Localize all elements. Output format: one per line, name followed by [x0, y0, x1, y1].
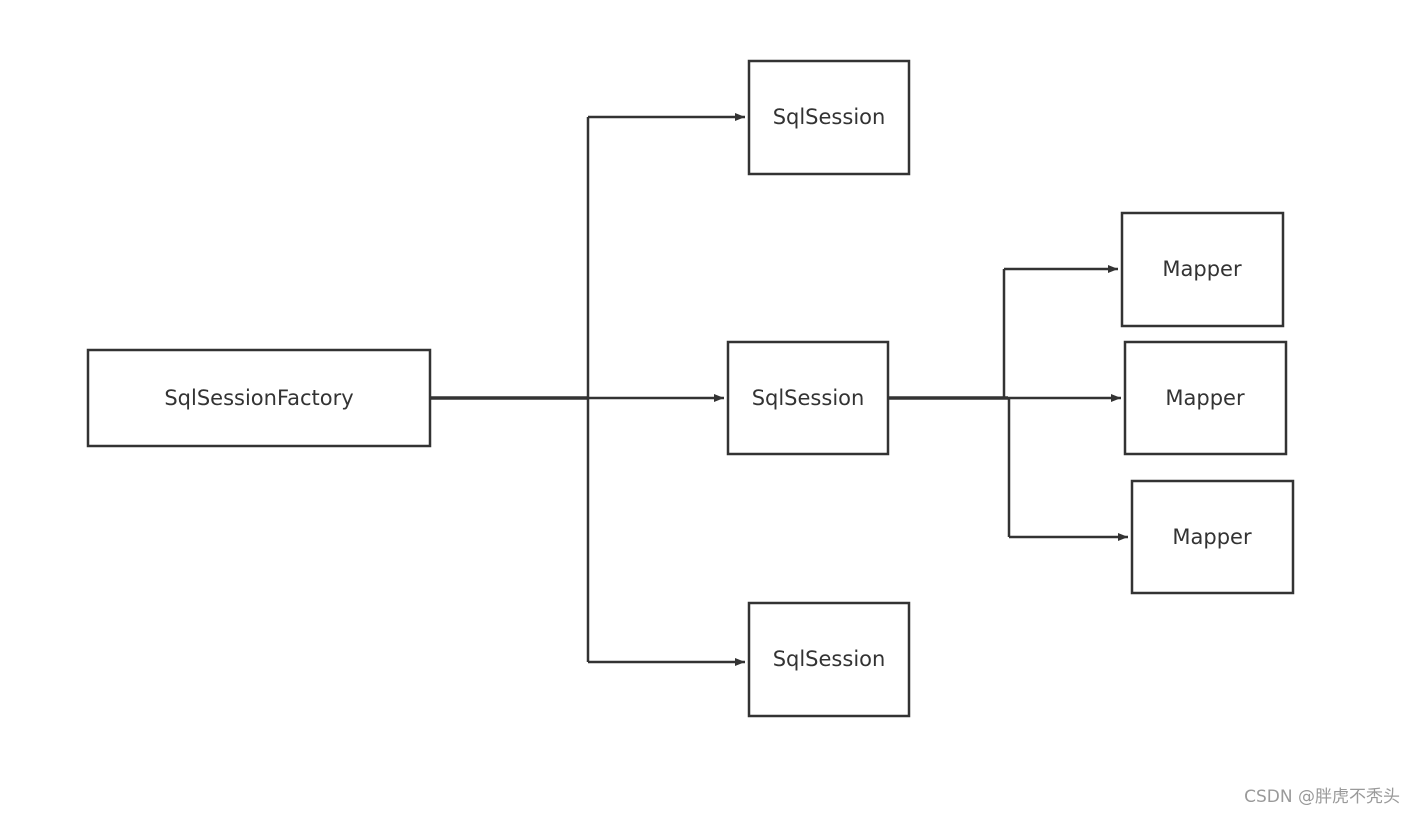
- node-label-mapper-middle: Mapper: [1165, 386, 1245, 410]
- node-sql-session-bottom: SqlSession: [747, 601, 911, 718]
- node-label-mapper-bottom: Mapper: [1172, 525, 1252, 549]
- node-mapper-bottom: Mapper: [1130, 479, 1295, 595]
- watermark-text: CSDN @胖虎不秃头: [1244, 787, 1400, 807]
- node-sql-session-top: SqlSession: [747, 59, 911, 176]
- node-label-mapper-top: Mapper: [1162, 257, 1242, 281]
- node-sql-session-middle: SqlSession: [726, 340, 890, 456]
- node-sql-session-factory: SqlSessionFactory: [86, 348, 432, 448]
- node-label-sql-session-factory: SqlSessionFactory: [164, 386, 353, 410]
- factory-connectors: [430, 113, 745, 666]
- session-connectors: [888, 265, 1128, 541]
- node-label-sql-session-top: SqlSession: [773, 105, 886, 129]
- node-mapper-top: Mapper: [1120, 211, 1285, 328]
- node-label-sql-session-bottom: SqlSession: [773, 647, 886, 671]
- node-label-sql-session-middle: SqlSession: [752, 386, 865, 410]
- node-mapper-middle: Mapper: [1123, 340, 1288, 456]
